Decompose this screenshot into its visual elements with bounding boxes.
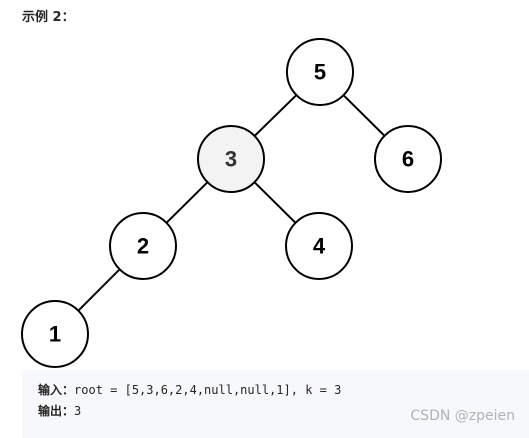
node-circle <box>197 125 265 193</box>
tree-node-6: 6 <box>374 125 442 193</box>
node-circle <box>285 212 353 280</box>
edge-3-4 <box>253 181 297 224</box>
node-label: 4 <box>313 234 326 259</box>
output-label: 输出： <box>38 404 75 418</box>
csdn-watermark: CSDN @zpeien <box>410 408 515 424</box>
node-label: 1 <box>49 322 61 347</box>
node-label: 6 <box>402 147 414 172</box>
tree-nodes: 5 3 6 2 4 1 <box>21 38 442 368</box>
binary-tree-diagram: 5 3 6 2 4 1 <box>21 38 442 368</box>
node-circle <box>109 212 177 280</box>
output-value: 3 <box>74 404 82 418</box>
node-label: 2 <box>137 234 149 259</box>
edge-2-1 <box>77 268 121 312</box>
tree-node-5: 5 <box>286 38 354 106</box>
edge-5-3 <box>253 94 298 137</box>
node-circle <box>286 38 354 106</box>
edge-3-2 <box>165 181 209 224</box>
input-value: root = [5,3,6,2,4,null,null,1], k = 3 <box>74 383 342 397</box>
example-heading: 示例 2： <box>22 10 75 25</box>
tree-node-3: 3 <box>197 125 265 193</box>
tree-edges <box>77 94 386 312</box>
output-line: 输出：3 <box>38 401 529 422</box>
node-label: 3 <box>225 147 237 172</box>
node-label: 5 <box>314 60 326 85</box>
input-line: 输入：root = [5,3,6,2,4,null,null,1], k = 3 <box>38 380 529 401</box>
example-code-block: 输入：root = [5,3,6,2,4,null,null,1], k = 3… <box>22 370 529 438</box>
tree-node-4: 4 <box>285 212 353 280</box>
input-label: 输入： <box>38 383 75 397</box>
node-circle <box>21 300 89 368</box>
node-circle <box>374 125 442 193</box>
tree-node-1: 1 <box>21 300 89 368</box>
tree-node-2: 2 <box>109 212 177 280</box>
edge-5-6 <box>342 94 386 137</box>
